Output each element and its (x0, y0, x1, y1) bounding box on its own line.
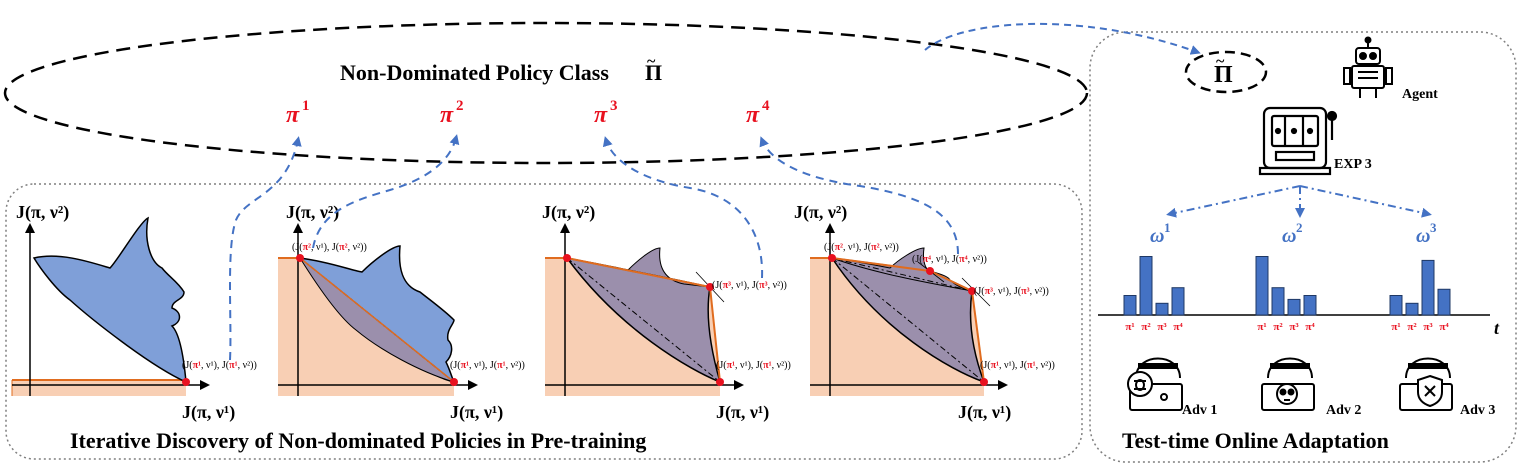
svg-text:ω: ω (1416, 225, 1430, 247)
arrow-to-adaptation (924, 23, 1201, 55)
weight-omega2: ω 2 (1282, 220, 1303, 247)
adversary-1-icon (1127, 357, 1183, 411)
pi-tilde-ellipse (1184, 50, 1268, 94)
policy-pi3: π 3 (594, 98, 618, 128)
point-pi1-label-1: (J(π¹, ν¹), J(π¹, ν²)) (182, 360, 257, 371)
arrow-pi4 (759, 136, 959, 255)
x-axis-label-3: J(π, ν¹) (716, 402, 769, 423)
weight-bar-1-1 (1123, 295, 1137, 316)
weight-bars: π¹ π² π³ π⁴ π¹ π² π³ π⁴ π¹ π² π³ π⁴ (1123, 256, 1451, 333)
adaptation-title: Test-time Online Adaptation (1122, 428, 1389, 453)
bar-tick-label-1-1: π¹ (1125, 321, 1134, 333)
arrow-pi2 (312, 134, 460, 249)
policy-class-ellipse (3, 21, 1089, 165)
svg-text:π: π (594, 102, 608, 128)
arrow-omega1 (1166, 185, 1301, 218)
weight-bar-2-1 (1255, 256, 1269, 316)
adversary-3-icon (1399, 357, 1453, 411)
bar-tick-label-3-1: π¹ (1391, 321, 1400, 333)
time-axis-label: t (1494, 318, 1500, 338)
adversary-2-label: Adv 2 (1326, 403, 1361, 418)
adversary-3-label: Adv 3 (1460, 403, 1495, 418)
point-pi2-label-2: (J(π², ν¹), J(π², ν²)) (292, 242, 367, 253)
adaptation-pi-tilde: Π (1214, 62, 1233, 88)
weight-bar-2-4 (1303, 295, 1317, 316)
bar-tick-label-3-4: π⁴ (1439, 321, 1449, 333)
y-axis-label-4: J(π, ν²) (794, 202, 847, 223)
slot-machine-icon (1258, 106, 1338, 176)
subplot-3: J(π, ν²) J(π, ν¹) (J(π³, ν¹), J(π³, ν²))… (542, 202, 791, 423)
bar-tick-label-2-3: π³ (1289, 321, 1299, 333)
svg-text:π: π (286, 102, 300, 128)
ellipse-tilde-mark: ~ (647, 53, 656, 70)
svg-text:2: 2 (1296, 220, 1303, 235)
adversary-2-icon (1261, 357, 1315, 411)
agent-label: Agent (1402, 87, 1438, 102)
pretraining-title: Iterative Discovery of Non-dominated Pol… (70, 428, 646, 453)
svg-text:1: 1 (302, 98, 310, 114)
point-pi1-label-3: (J(π¹, ν¹), J(π¹, ν²)) (716, 360, 791, 371)
point-pi1-label-2: (J(π¹, ν¹), J(π¹, ν²)) (450, 360, 525, 371)
svg-text:1: 1 (1164, 220, 1171, 235)
adaptation-tilde-mark: ~ (1216, 53, 1225, 70)
bar-tick-label-2-1: π¹ (1257, 321, 1266, 333)
point-pi3-label-3: (J(π³, ν¹), J(π³, ν²)) (712, 280, 787, 291)
attainable-region-1 (32, 216, 187, 384)
bar-tick-label-2-2: π² (1273, 321, 1283, 333)
y-axis-label-2: J(π, ν²) (286, 202, 339, 223)
x-axis-label-4: J(π, ν¹) (958, 402, 1011, 423)
adversary-1-label: Adv 1 (1182, 403, 1217, 418)
weight-bar-1-3 (1155, 302, 1169, 316)
svg-text:3: 3 (610, 98, 618, 114)
subplot-2: J(π, ν²) J(π, ν¹) (J(π², ν¹), J(π², ν²))… (278, 202, 525, 423)
svg-text:4: 4 (762, 98, 770, 114)
arrow-pi1 (229, 136, 302, 361)
y-axis-label-3: J(π, ν²) (542, 202, 595, 223)
weight-omega1: ω 1 (1150, 220, 1171, 247)
svg-text:3: 3 (1430, 220, 1437, 235)
svg-text:2: 2 (456, 98, 464, 114)
weight-bar-3-4 (1437, 288, 1451, 316)
point-pi2-label-4: (J(π², ν¹), J(π², ν²)) (824, 242, 899, 253)
svg-text:π: π (746, 102, 760, 128)
pretraining-panel (5, 183, 1083, 460)
subplot-1: J(π, ν²) J(π, ν¹) (J(π¹, ν¹), J(π¹, ν²)) (11, 202, 257, 423)
weight-bar-2-2 (1271, 287, 1285, 316)
algo-label: EXP 3 (1334, 157, 1372, 172)
weight-bar-3-1 (1389, 295, 1403, 316)
svg-text:ω: ω (1150, 225, 1164, 247)
weight-bar-3-3 (1421, 259, 1435, 316)
weight-bar-3-2 (1405, 302, 1419, 316)
point-pi3-label-4: (J(π³, ν¹), J(π³, ν²)) (974, 286, 1049, 297)
bar-tick-label-1-4: π⁴ (1173, 321, 1183, 333)
y-axis-label-1: J(π, ν²) (16, 202, 69, 223)
weight-bar-2-3 (1287, 298, 1301, 316)
x-axis-label-1: J(π, ν¹) (182, 402, 235, 423)
subplot-4: J(π, ν²) J(π, ν¹) (J(π², ν¹), J(π², ν²))… (794, 202, 1055, 423)
policy-pi2: π 2 (440, 98, 464, 128)
policy-pi4: π 4 (746, 98, 770, 128)
weight-bar-1-2 (1139, 256, 1153, 316)
point-pi4-label-4: (J(π⁴, ν¹), J(π⁴, ν²)) (912, 254, 987, 265)
bar-tick-label-2-4: π⁴ (1305, 321, 1315, 333)
ellipse-title: Non-Dominated Policy Class (340, 60, 609, 85)
arrow-pi3 (602, 136, 764, 279)
bar-tick-label-1-3: π³ (1157, 321, 1167, 333)
point-pi1-label-4: (J(π¹, ν¹), J(π¹, ν²)) (980, 360, 1055, 371)
svg-text:π: π (440, 102, 454, 128)
robot-icon (1343, 36, 1393, 98)
bar-tick-label-3-3: π³ (1423, 321, 1433, 333)
weight-omega3: ω 3 (1416, 220, 1437, 247)
adaptation-panel (1089, 31, 1517, 463)
policy-pi1: π 1 (286, 98, 310, 128)
x-axis-label-2: J(π, ν¹) (450, 402, 503, 423)
ellipse-pi-tilde: Π (645, 60, 662, 85)
arrow-omega3 (1299, 185, 1432, 218)
weight-bar-1-4 (1171, 287, 1185, 316)
bar-tick-label-3-2: π² (1407, 321, 1417, 333)
svg-text:ω: ω (1282, 225, 1296, 247)
bar-tick-label-1-2: π² (1141, 321, 1151, 333)
